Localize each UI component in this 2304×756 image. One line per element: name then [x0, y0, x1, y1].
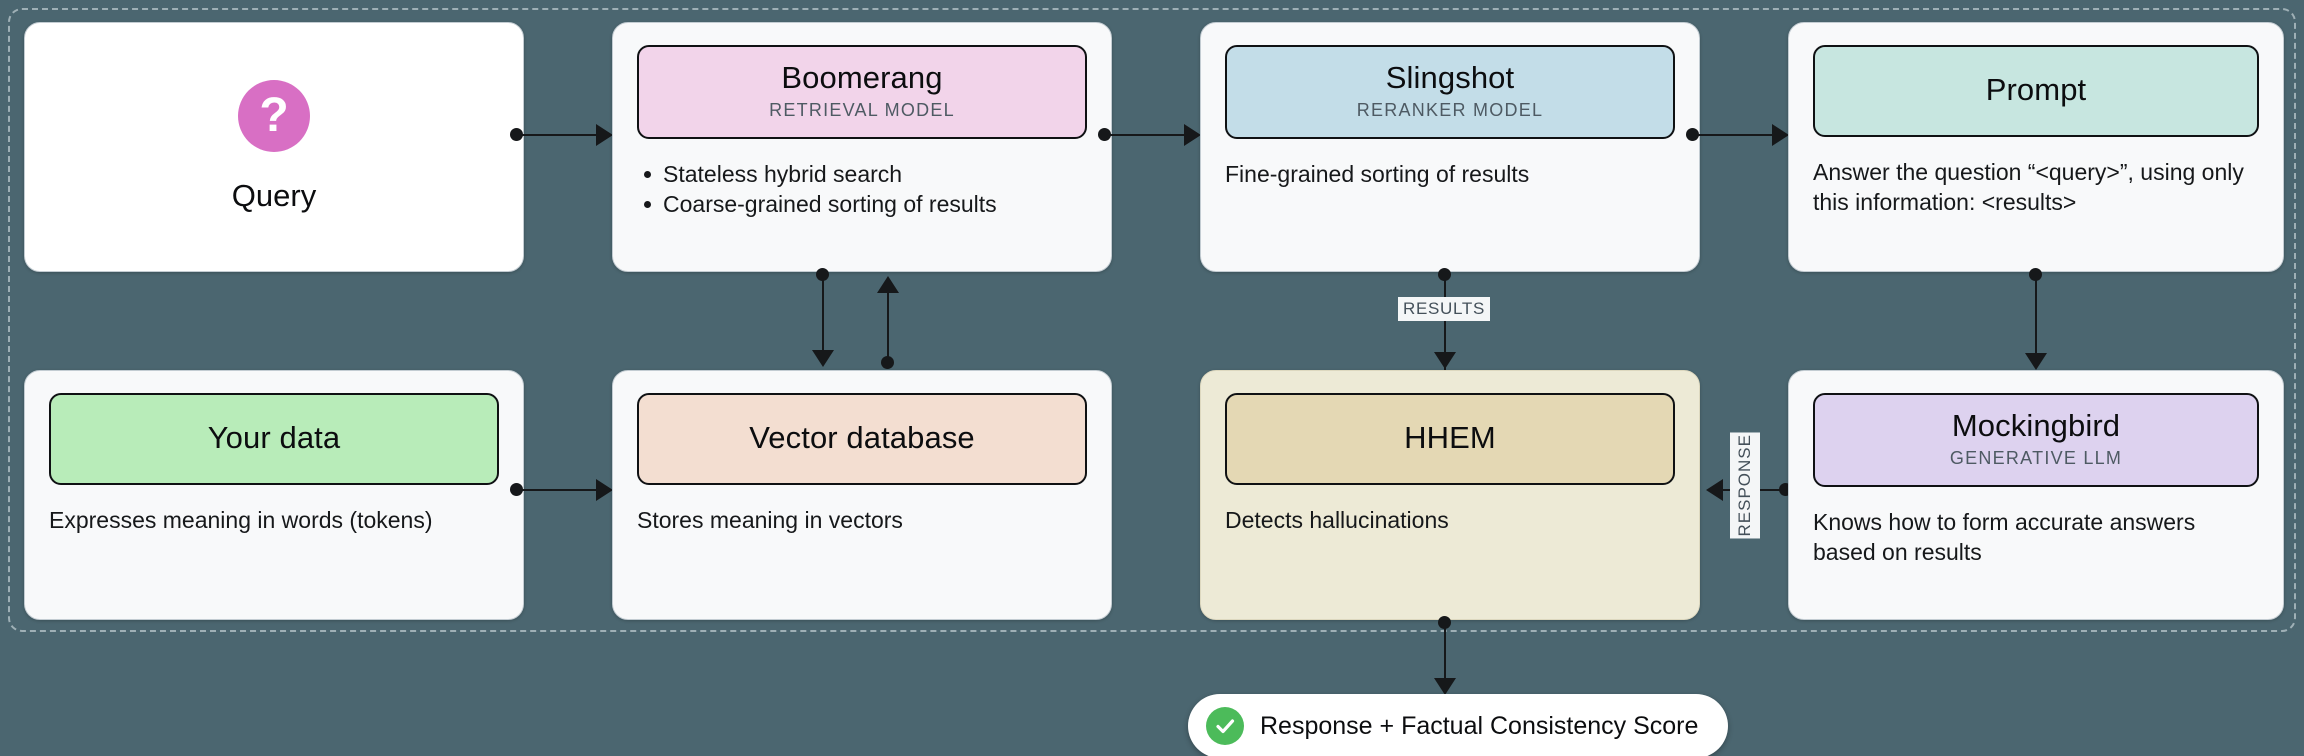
node-boomerang-subtitle: RETRIEVAL MODEL: [769, 99, 955, 120]
edge-line: [1693, 133, 1772, 137]
node-slingshot[interactable]: Slingshot RERANKER MODEL Fine-grained so…: [1200, 22, 1700, 272]
edge-source-dot: [1098, 128, 1111, 141]
edge-line: [1443, 275, 1447, 372]
edge-source-dot: [510, 128, 523, 141]
node-vector-database-description: Stores meaning in vectors: [637, 506, 903, 533]
edge-line: [886, 292, 890, 362]
edge-label-results: RESULTS: [1398, 297, 1491, 321]
edge-arrowhead: [1706, 479, 1723, 501]
node-slingshot-subtitle: RERANKER MODEL: [1356, 99, 1544, 120]
list-item: Stateless hybrid search: [637, 159, 1087, 190]
node-prompt-description: Answer the question “<query>”, using onl…: [1813, 158, 2244, 216]
edge-source-dot: [510, 483, 523, 496]
edge-arrowhead: [596, 479, 613, 501]
node-your-data-badge: Your data: [49, 393, 499, 485]
edge-arrowhead: [876, 276, 899, 293]
edge-line: [517, 133, 596, 137]
check-circle-icon: [1206, 707, 1244, 745]
edge-line: [1105, 133, 1184, 137]
edge-source-dot: [881, 356, 894, 369]
node-query-label: Query: [231, 178, 317, 213]
edge-arrowhead: [1772, 124, 1789, 146]
edge-line: [517, 488, 596, 492]
node-your-data[interactable]: Your data Expresses meaning in words (to…: [24, 370, 524, 620]
node-slingshot-title: Slingshot: [1385, 60, 1515, 95]
edge-source-dot: [2029, 268, 2042, 281]
edge-line: [1443, 623, 1447, 680]
node-boomerang[interactable]: Boomerang RETRIEVAL MODEL Stateless hybr…: [612, 22, 1112, 272]
edge-source-dot: [1438, 616, 1451, 629]
node-vector-database-title: Vector database: [749, 420, 975, 455]
output-response-label: Response + Factual Consistency Score: [1260, 711, 1699, 740]
node-hhem-description: Detects hallucinations: [1225, 506, 1449, 533]
node-slingshot-description: Fine-grained sorting of results: [1225, 160, 1530, 187]
edge-label-response: RESPONSE: [1730, 432, 1760, 539]
node-boomerang-title: Boomerang: [781, 60, 943, 95]
node-prompt-title: Prompt: [1985, 72, 2087, 107]
node-mockingbird-subtitle: GENERATIVE LLM: [1949, 447, 2123, 468]
edge-source-dot: [1686, 128, 1699, 141]
question-mark-icon: ?: [238, 80, 310, 152]
node-your-data-description: Expresses meaning in words (tokens): [49, 506, 433, 533]
edge-arrowhead: [1184, 124, 1201, 146]
node-mockingbird-title: Mockingbird: [1951, 408, 2121, 443]
node-prompt[interactable]: Prompt Answer the question “<query>”, us…: [1788, 22, 2284, 272]
node-vector-database[interactable]: Vector database Stores meaning in vector…: [612, 370, 1112, 620]
node-mockingbird-badge: Mockingbird GENERATIVE LLM: [1813, 393, 2259, 487]
node-mockingbird-description: Knows how to form accurate answers based…: [1813, 508, 2196, 566]
node-hhem-badge: HHEM: [1225, 393, 1675, 485]
node-hhem-title: HHEM: [1404, 420, 1496, 455]
node-vector-database-badge: Vector database: [637, 393, 1087, 485]
node-your-data-title: Your data: [207, 420, 341, 455]
edge-arrowhead: [2024, 353, 2047, 370]
node-boomerang-description: Stateless hybrid search Coarse-grained s…: [637, 159, 1087, 220]
edge-arrowhead: [1433, 352, 1456, 369]
edge-arrowhead: [596, 124, 613, 146]
node-query[interactable]: ? Query: [24, 22, 524, 272]
edge-source-dot: [816, 268, 829, 281]
list-item: Coarse-grained sorting of results: [637, 189, 1087, 220]
edge-source-dot: [1438, 268, 1451, 281]
node-hhem[interactable]: HHEM Detects hallucinations: [1200, 370, 1700, 620]
node-slingshot-badge: Slingshot RERANKER MODEL: [1225, 45, 1675, 139]
edge-line: [2034, 275, 2038, 355]
node-prompt-badge: Prompt: [1813, 45, 2259, 137]
node-mockingbird[interactable]: Mockingbird GENERATIVE LLM Knows how to …: [1788, 370, 2284, 620]
edge-line: [821, 275, 825, 352]
edge-arrowhead: [811, 350, 834, 367]
output-response-badge[interactable]: Response + Factual Consistency Score: [1188, 694, 1729, 756]
node-boomerang-badge: Boomerang RETRIEVAL MODEL: [637, 45, 1087, 139]
edge-arrowhead: [1433, 678, 1456, 695]
